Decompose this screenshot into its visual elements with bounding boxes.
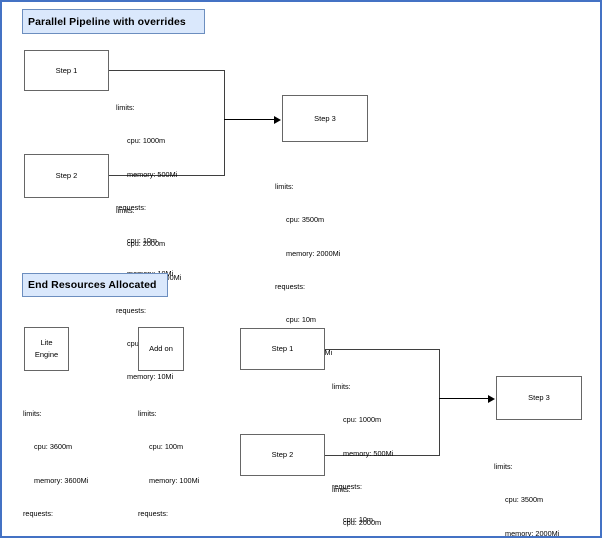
limits-cpu: cpu: 2000m — [343, 518, 382, 528]
node-top-step-2[interactable]: Step 2 — [24, 154, 109, 198]
limits-memory: memory: 500Mi — [127, 169, 178, 179]
requests-label: requests: — [138, 508, 169, 518]
node-bottom-step-3[interactable]: Step 3 — [496, 376, 582, 420]
limits-label: limits: — [332, 485, 351, 495]
limits-label: limits: — [275, 182, 294, 192]
section-banner-parallel-pipeline: Parallel Pipeline with overrides — [22, 9, 205, 34]
limits-cpu: cpu: 1000m — [127, 136, 166, 146]
arrow-head-icon-bottom — [488, 394, 495, 403]
node-label: Step 2 — [55, 171, 78, 181]
node-label: Add on — [149, 344, 173, 354]
limits-cpu: cpu: 3500m — [505, 495, 544, 505]
limits-cpu: cpu: 2000m — [127, 239, 166, 249]
limits-cpu: cpu: 1000m — [343, 415, 382, 425]
node-label: Step 3 — [314, 113, 336, 123]
section-banner-end-resources-allocated: End Resources Allocated — [22, 273, 168, 297]
connector-bottom-merge-vertical — [439, 349, 440, 456]
limits-cpu: cpu: 3500m — [286, 215, 325, 225]
requests-memory: memory: 10Mi — [127, 372, 174, 382]
limits-memory: memory: 100Mi — [149, 475, 200, 485]
banner-label: Parallel Pipeline with overrides — [28, 15, 186, 28]
connector-top-merge-to-step3 — [224, 119, 276, 121]
requests-cpu: cpu: 10m — [127, 236, 158, 246]
limits-memory: memory: 500Mi — [343, 448, 394, 458]
limits-label: limits: — [116, 206, 135, 216]
connector-bottom-merge-to-step3 — [439, 398, 490, 400]
node-label: Step 3 — [528, 393, 550, 403]
limits-label: limits: — [23, 409, 42, 419]
connector-bottom-step1-out — [324, 349, 440, 350]
limits-cpu: cpu: 3600m — [34, 442, 73, 452]
resources-bottom-step-2: limits: cpu: 2000m memory: 3000Mi reques… — [332, 462, 397, 536]
resources-add-on: limits: cpu: 100m memory: 100Mi requests… — [138, 386, 200, 536]
node-label-line-1: Lite — [40, 338, 53, 348]
requests-label: requests: — [23, 508, 54, 518]
connector-top-merge-vertical — [224, 70, 225, 176]
limits-memory: memory: 2000Mi — [286, 248, 341, 258]
requests-label: requests: — [275, 281, 306, 291]
limits-memory: memory: 2000Mi — [505, 528, 560, 538]
node-bottom-step-1[interactable]: Step 1 — [240, 328, 325, 370]
requests-cpu: cpu: 10m — [286, 315, 317, 325]
requests-label: requests: — [332, 481, 363, 491]
banner-label: End Resources Allocated — [28, 279, 157, 291]
limits-cpu: cpu: 100m — [149, 442, 184, 452]
node-lite-engine[interactable]: Lite Engine — [24, 327, 69, 371]
limits-memory: memory: 3600Mi — [34, 475, 89, 485]
node-top-step-1[interactable]: Step 1 — [24, 50, 109, 91]
node-add-on[interactable]: Add on — [138, 327, 184, 371]
requests-label: requests: — [116, 202, 147, 212]
requests-cpu: cpu: 10m — [343, 515, 374, 525]
node-label: Step 2 — [271, 450, 294, 460]
connector-top-step1-out — [108, 70, 225, 71]
connector-bottom-step2-out — [324, 455, 440, 456]
resources-lite-engine: limits: cpu: 3600m memory: 3600Mi reques… — [23, 386, 89, 536]
requests-label: requests: — [116, 305, 147, 315]
node-bottom-step-2[interactable]: Step 2 — [240, 434, 325, 476]
resources-bottom-step-1: limits: cpu: 1000m memory: 500Mi request… — [332, 359, 394, 536]
limits-label: limits: — [494, 462, 513, 472]
node-label: Step 1 — [55, 65, 78, 75]
arrow-head-icon-top — [274, 115, 281, 124]
connector-top-step2-out — [108, 175, 225, 176]
limits-label: limits: — [138, 409, 157, 419]
resources-bottom-step-3: limits: cpu: 3500m memory: 2000Mi reques… — [494, 439, 560, 538]
node-top-step-3[interactable]: Step 3 — [282, 95, 368, 142]
limits-label: limits: — [332, 382, 351, 392]
node-label-line-2: Engine — [34, 350, 59, 359]
node-label: Step 1 — [271, 344, 294, 354]
limits-label: limits: — [116, 103, 135, 113]
